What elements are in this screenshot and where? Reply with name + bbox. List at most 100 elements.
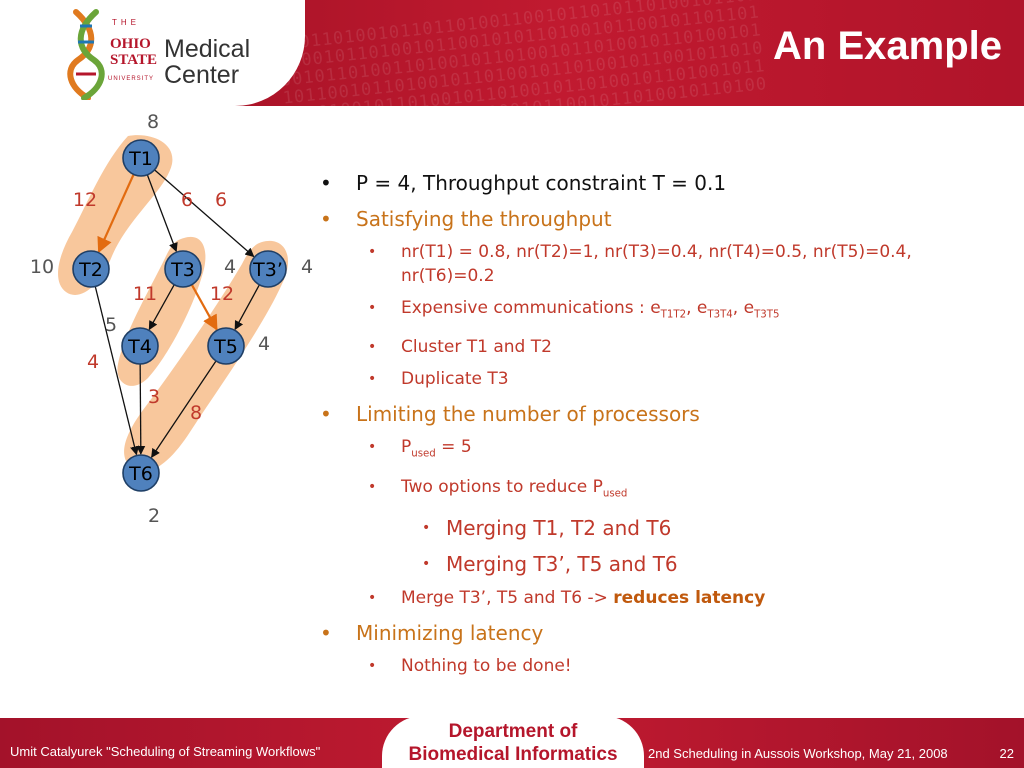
bullet-marker: • (320, 171, 332, 195)
edge-label-T3-T5: 12 (210, 283, 234, 305)
slide-header: 0101101001011011010011001011010110100101… (0, 0, 1024, 106)
bullet-text: Merge T3’, T5 and T6 -> (401, 588, 614, 609)
edge-label-T1-T3: 6 (181, 189, 193, 211)
department-panel: Department of Biomedical Informatics (382, 716, 644, 768)
node-T4 (121, 327, 159, 365)
edge-label-T2-T6: 4 (87, 351, 99, 373)
logo-university-text: UNIVERSITY (108, 76, 155, 82)
node-label-T1: T1 (128, 148, 153, 170)
t3-weight: 4 (224, 256, 236, 278)
bullet-text: Nothing to be done! (401, 656, 572, 677)
node-label-T3p: T3’ (252, 259, 283, 281)
bullet-item: •Pused = 5 (320, 435, 1000, 466)
footer-author-title: Umit Catalyurek "Scheduling of Streaming… (10, 744, 321, 759)
bullet-text: Cluster T1 and T2 (401, 337, 552, 358)
logo-ohio-text: OHIO (110, 36, 151, 52)
slide-number: 22 (999, 746, 1014, 761)
bullet-item: • Merging T1, T2 and T6 (320, 514, 1000, 542)
cluster-t3p-t5-t6 (124, 240, 289, 472)
logo-line-1: Medical (164, 35, 251, 63)
edge-T1-T3 (146, 174, 178, 253)
bullet-marker: • (368, 339, 377, 356)
logo-panel: THE OHIO STATE UNIVERSITY Medical Center (0, 0, 305, 106)
bullet-subscript: used (411, 448, 436, 460)
node-label-T3: T3 (170, 259, 195, 281)
bullet-text: P = 4, Throughput constraint T = 0.1 (356, 171, 727, 195)
bullet-item: • Merging T3’, T5 and T6 (320, 550, 1000, 578)
department-line-1: Department of (448, 721, 578, 742)
node-T2 (72, 250, 110, 288)
bullet-text: Duplicate T3 (401, 369, 509, 390)
logo-the-text: THE (112, 18, 140, 27)
bullet-item: •Expensive communications : eT1T2, eT3T4… (320, 296, 1000, 327)
bullet-item: •nr(T1) = 0.8, nr(T2)=1, nr(T3)=0.4, nr(… (320, 240, 1000, 288)
bullet-item: •Duplicate T3 (320, 367, 1000, 391)
bullet-item: • Cluster T1 and T2 (320, 335, 1000, 359)
edge-T3p-T5 (234, 284, 260, 331)
edge-T3-T4 (148, 284, 175, 331)
bullet-text: reduces latency (613, 588, 766, 609)
bullet-marker: • (422, 520, 431, 537)
bullet-item: • Nothing to be done! (320, 654, 1000, 678)
edge-label-T1-T2: 12 (73, 189, 97, 211)
bullet-marker: • (422, 556, 431, 573)
bullet-subscript: T3T4 (707, 309, 733, 321)
slide-title: An Example (773, 24, 1002, 68)
node-T6 (122, 454, 160, 492)
node-label-T2: T2 (78, 259, 103, 281)
bullet-marker: • (368, 244, 377, 260)
logo-ohio-state: OHIO STATE (110, 36, 157, 68)
bullet-item: • Satisfying the throughput (320, 204, 1000, 234)
edge-label-T3-T4: 11 (133, 283, 157, 305)
bullet-text: Merging T1, T2 and T6 (446, 516, 672, 541)
department-name: Department of Biomedical Informatics (382, 720, 644, 766)
bullet-marker: • (368, 590, 377, 607)
node-weight-T4: 5 (105, 314, 117, 336)
node-T3p (249, 250, 287, 288)
bullet-text: Two options to reduce P (401, 476, 603, 497)
bullet-marker: • (368, 478, 377, 495)
edge-group (94, 169, 260, 458)
bullet-text: , e (686, 298, 708, 318)
edge-T5-T6 (151, 360, 217, 458)
node-T5 (207, 327, 245, 365)
edge-label-T1-T3p: 6 (215, 189, 227, 211)
bullet-marker: • (368, 658, 377, 675)
bullet-text: Satisfying the throughput (356, 207, 612, 231)
edge-T1-T2 (97, 173, 135, 254)
bullet-item: • Limiting the number of processors (320, 399, 1000, 429)
node-weight-T5: 4 (258, 333, 270, 355)
node-weight-T1: 8 (147, 111, 159, 133)
node-label-T4: T4 (127, 336, 152, 358)
node-T3 (164, 250, 202, 288)
edge-T3-T5 (190, 284, 218, 331)
edge-label-T5-T6: 8 (190, 402, 202, 424)
bullet-item: • Merge T3’, T5 and T6 -> reduces latency (320, 586, 1000, 610)
dna-helix-icon (67, 9, 105, 100)
node-label-T6: T6 (128, 463, 153, 485)
bullet-marker: • (320, 207, 332, 231)
bullet-text: , e (732, 298, 755, 318)
edge-T1-T3p (154, 169, 255, 258)
department-line-2: Biomedical Informatics (408, 744, 618, 765)
bullet-item: • Two options to reduce Pused (320, 475, 1000, 506)
bullet-marker: • (320, 402, 332, 427)
bullet-subscript: T1T2 (660, 309, 687, 321)
edge-T2-T6 (94, 286, 139, 456)
node-weight-T2: 10 (30, 256, 54, 278)
logo-state-text: STATE (110, 52, 157, 68)
bullet-subscript: used (602, 488, 628, 500)
logo-medical-center: Medical Center (164, 36, 250, 88)
bullet-marker: • (368, 300, 377, 316)
bullet-text: Limiting the number of processors (356, 402, 700, 427)
bullet-text: Merging T3’, T5 and T6 (446, 552, 678, 577)
node-T1 (122, 139, 160, 177)
bullet-list: • P = 4, Throughput constraint T = 0.1 • Sa… (320, 168, 1000, 686)
bullet-text: P (401, 437, 412, 458)
edge-label-T4-T6: 3 (148, 386, 160, 408)
bullet-item: • P = 4, Throughput constraint T = 0.1 (320, 168, 1000, 198)
node-weight-T6: 2 (148, 505, 160, 527)
bullet-text: Minimizing latency (356, 621, 544, 646)
